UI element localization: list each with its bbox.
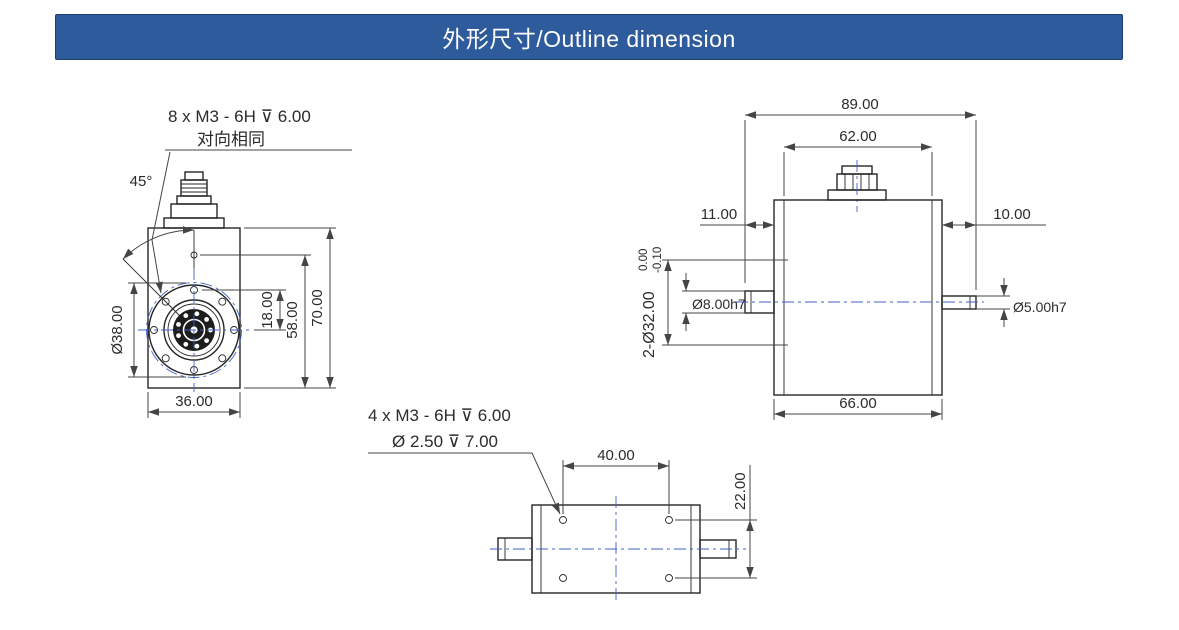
- bottom-dim-40: 40.00: [597, 447, 635, 464]
- front-dim-18: 18.00: [259, 291, 276, 329]
- front-dim-36: 36.00: [175, 393, 213, 410]
- side-bore-tol-lower: -0.10: [652, 247, 664, 273]
- front-flange-diameter: Ø38.00: [109, 305, 126, 354]
- side-dim-66: 66.00: [839, 395, 877, 412]
- front-angle-label: 45°: [130, 173, 153, 190]
- side-dimensions: [662, 111, 1046, 420]
- side-bore-diameter: 2-Ø32.00: [641, 291, 658, 358]
- side-dim-10: 10.00: [993, 206, 1031, 223]
- bottom-centerlines: [490, 496, 746, 602]
- front-dim-70: 70.00: [309, 289, 326, 327]
- page-title: 外形尺寸/Outline dimension: [442, 26, 736, 52]
- front-view: 8 x M3 - 6H ⊽ 6.00 对向相同 45° Ø38.00 18.00…: [109, 107, 352, 418]
- side-dim-62: 62.00: [839, 128, 877, 145]
- front-dimensions: [122, 149, 352, 418]
- side-end-caps: [783, 200, 933, 395]
- front-note-thread: 8 x M3 - 6H ⊽ 6.00: [168, 107, 311, 126]
- front-connector: [163, 171, 225, 229]
- bottom-note-hole: Ø 2.50 ⊽ 7.00: [392, 432, 498, 451]
- side-view: 89.00 62.00 11.00 10.00 0.00 -0.10 2-Ø32…: [638, 96, 1067, 420]
- bottom-dim-22: 22.00: [732, 472, 749, 510]
- bottom-view: 4 x M3 - 6H ⊽ 6.00 Ø 2.50 ⊽ 7.00 40.00 2…: [368, 406, 757, 602]
- side-connector: [827, 160, 887, 212]
- front-dim-58: 58.00: [284, 301, 301, 339]
- side-right-shaft-diameter: Ø5.00h7: [1013, 299, 1067, 315]
- side-body: [773, 199, 943, 396]
- bearing-balls: [176, 311, 213, 349]
- side-dim-11: 11.00: [701, 206, 737, 223]
- bottom-note-thread: 4 x M3 - 6H ⊽ 6.00: [368, 406, 511, 425]
- title-banner: 外形尺寸/Outline dimension: [55, 14, 1123, 60]
- side-dim-89: 89.00: [841, 96, 879, 113]
- bottom-holes: [559, 516, 673, 582]
- side-right-shaft: [941, 295, 977, 310]
- side-left-shaft-diameter: Ø8.00h7: [692, 296, 746, 312]
- bottom-dimensions: [368, 452, 757, 579]
- side-bore-tol-upper: 0.00: [638, 249, 650, 271]
- front-centerlines: [138, 268, 252, 392]
- front-note-symmetry: 对向相同: [197, 130, 265, 149]
